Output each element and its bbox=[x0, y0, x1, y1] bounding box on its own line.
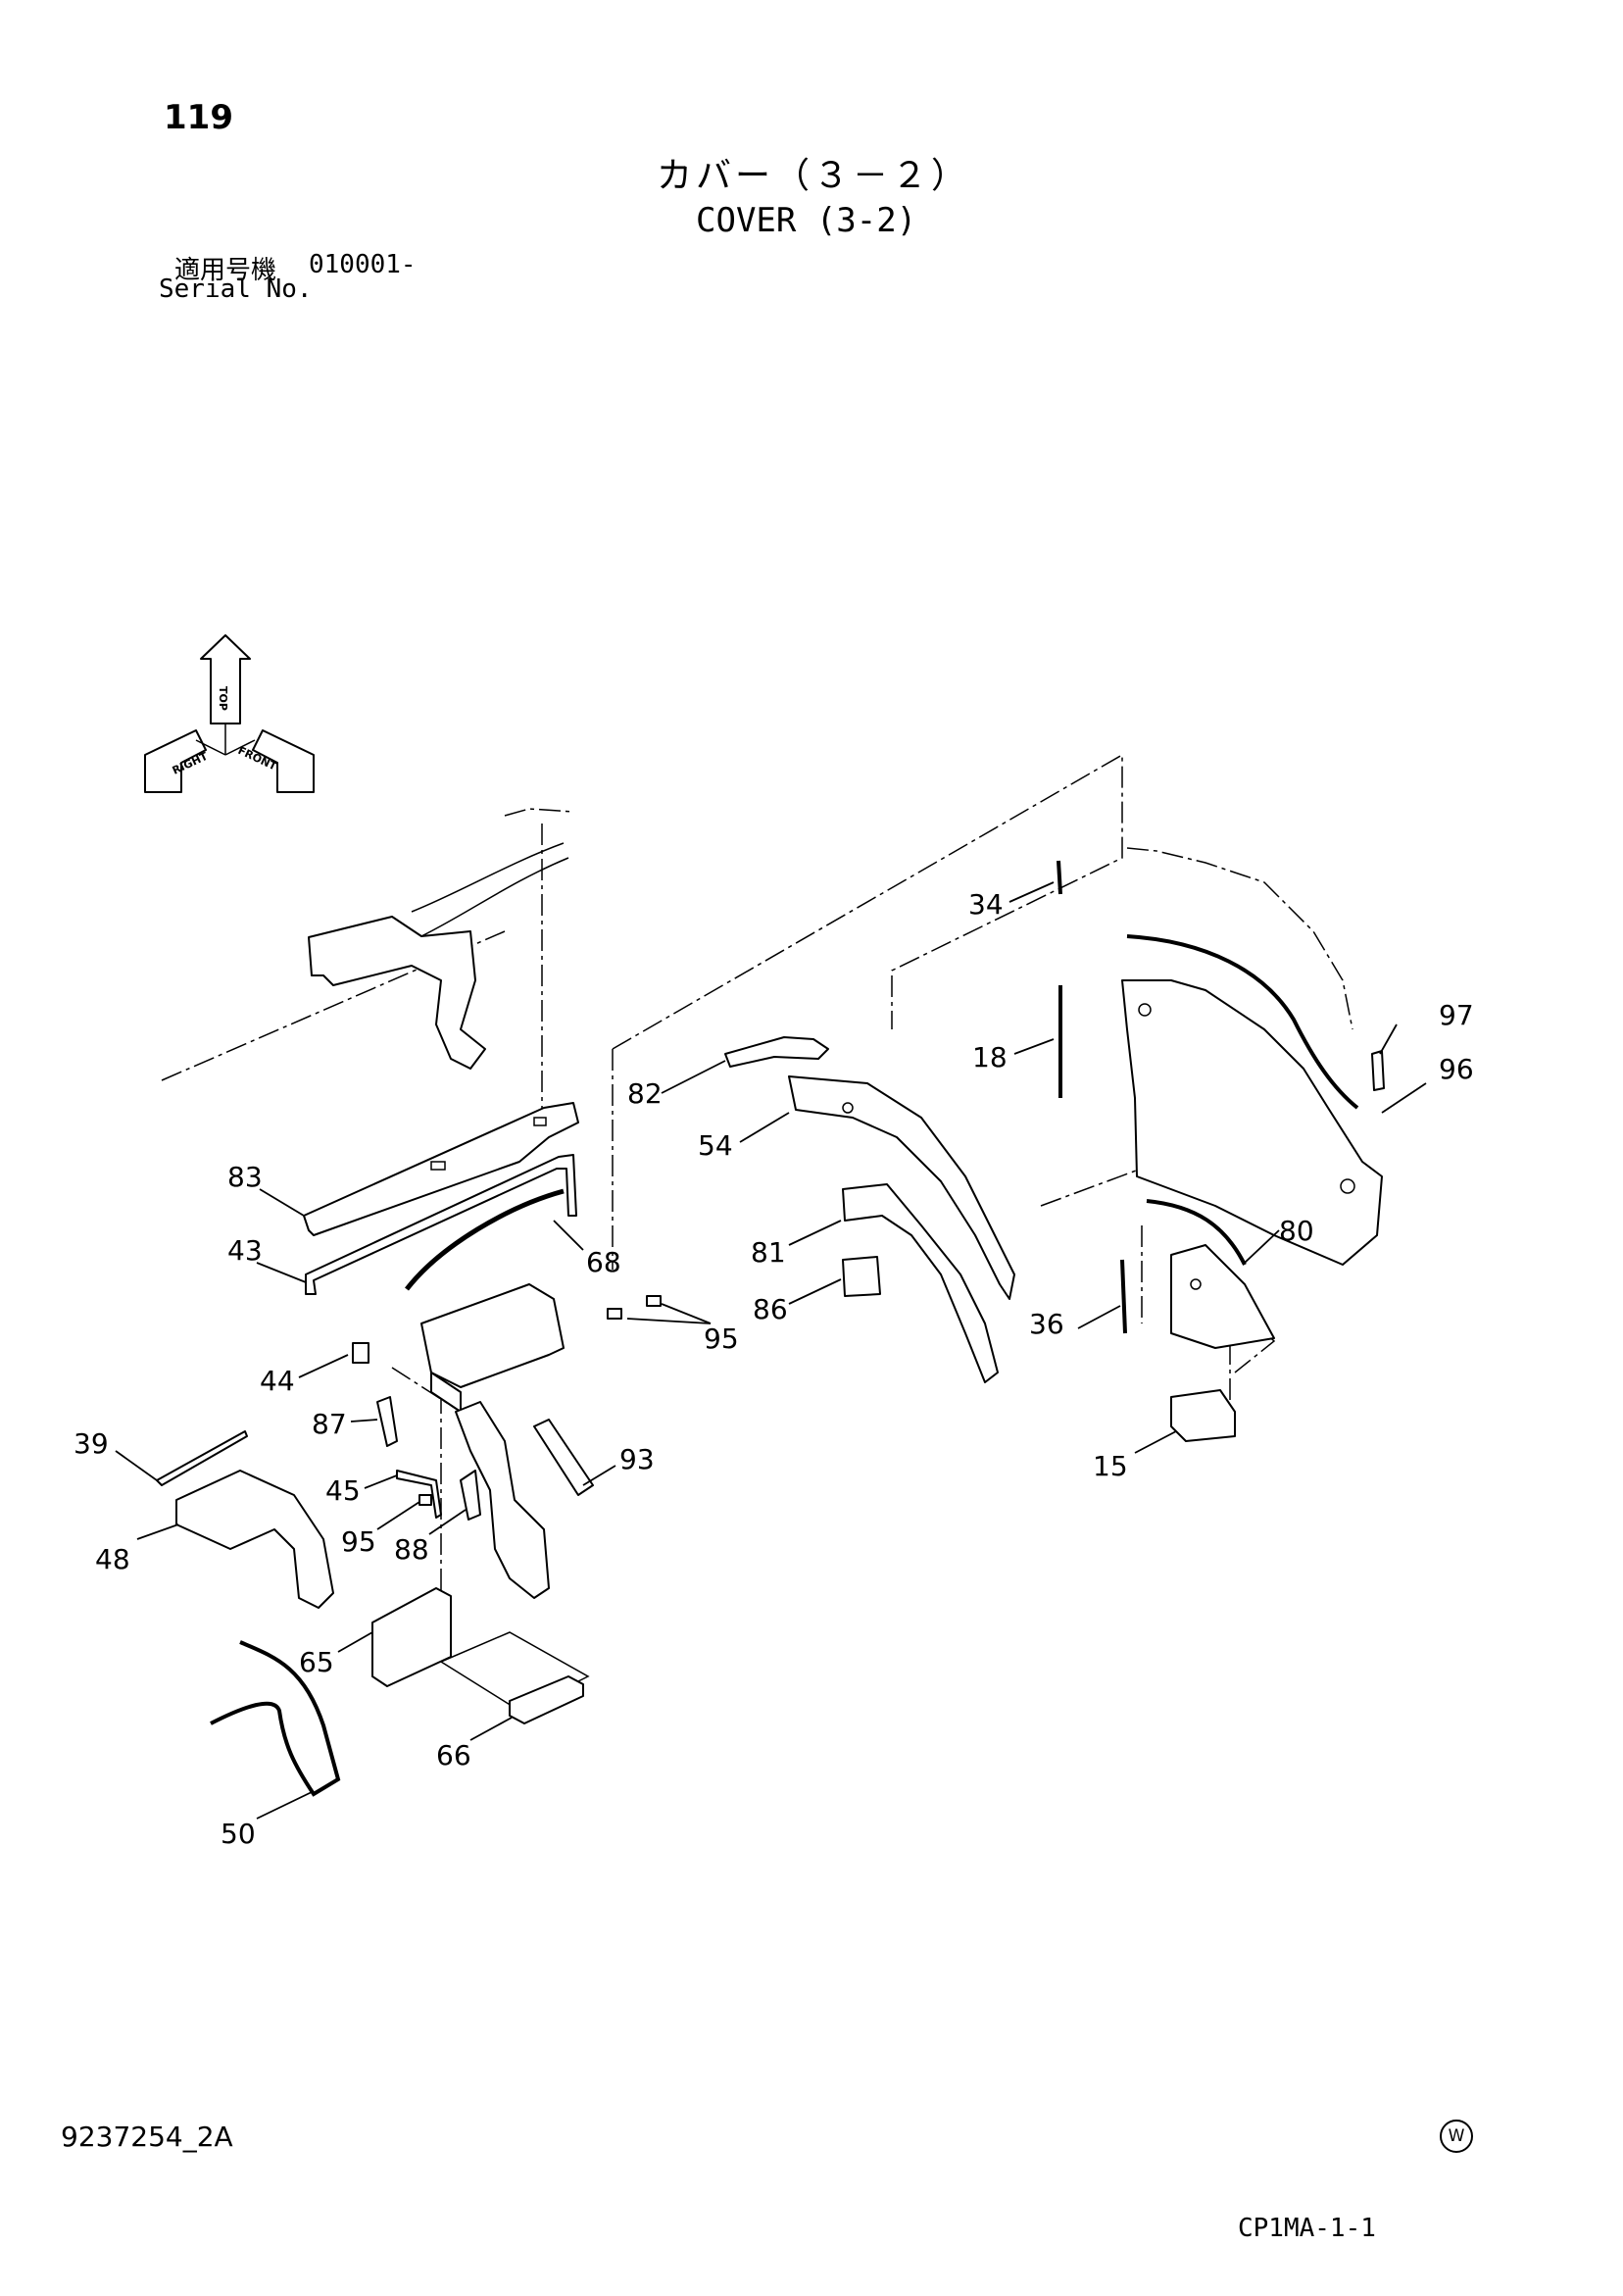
callout-50: 50 bbox=[221, 1818, 256, 1850]
orientation-top: TOP bbox=[217, 686, 229, 711]
callout-39: 39 bbox=[74, 1427, 109, 1460]
part-81-fender bbox=[842, 1183, 999, 1383]
part-95-clip-c bbox=[418, 1494, 432, 1506]
callout-labels: 34 97 96 18 82 54 83 43 68 81 80 86 95 3… bbox=[74, 888, 1474, 1850]
callout-86: 86 bbox=[753, 1293, 788, 1325]
callout-95-upper: 95 bbox=[704, 1323, 739, 1355]
part-15-block bbox=[1170, 1389, 1236, 1442]
part-96-strip bbox=[1126, 934, 1359, 1110]
callout-83: 83 bbox=[227, 1161, 263, 1193]
callout-54: 54 bbox=[698, 1129, 733, 1162]
part-86-pad bbox=[842, 1256, 881, 1297]
part-36-strip bbox=[1120, 1259, 1127, 1334]
orientation-compass: TOP RIGHT FRONT bbox=[144, 634, 315, 793]
part-54-fender bbox=[788, 1075, 1015, 1300]
part-34-pin bbox=[1057, 860, 1062, 895]
part-87-bracket bbox=[376, 1396, 398, 1447]
callout-87: 87 bbox=[312, 1408, 347, 1440]
document-number: 9237254_2A bbox=[61, 2121, 233, 2153]
callout-81: 81 bbox=[751, 1236, 786, 1269]
w-mark-icon: W bbox=[1440, 2120, 1473, 2153]
callout-88: 88 bbox=[394, 1533, 429, 1566]
right-side-cover bbox=[1121, 979, 1383, 1266]
callout-15: 15 bbox=[1093, 1450, 1128, 1482]
part-97-clip bbox=[1371, 1050, 1385, 1091]
callout-34: 34 bbox=[968, 888, 1004, 921]
lower-right-gusset bbox=[1170, 1244, 1275, 1349]
reference-code: CP1MA-1-1 bbox=[1238, 2214, 1376, 2243]
part-50-seal bbox=[210, 1640, 341, 1797]
tray-outline bbox=[439, 1631, 590, 1712]
part-95-clip-a bbox=[607, 1308, 622, 1320]
callout-93: 93 bbox=[619, 1443, 655, 1475]
callout-65: 65 bbox=[299, 1646, 334, 1678]
part-65-plate bbox=[371, 1587, 452, 1687]
callout-96: 96 bbox=[1439, 1053, 1474, 1085]
part-66-block bbox=[509, 1675, 584, 1724]
leader-lines bbox=[115, 881, 1427, 1820]
center-lower-panel bbox=[455, 1401, 550, 1599]
part-95-clip-b bbox=[646, 1295, 662, 1307]
part-39-strip bbox=[156, 1430, 248, 1486]
serial-code: 010001- bbox=[309, 250, 417, 279]
title-japanese: カバー（３－２） bbox=[657, 156, 971, 196]
center-bracket bbox=[352, 1283, 565, 1413]
callout-80: 80 bbox=[1279, 1215, 1314, 1247]
part-80-strip bbox=[1146, 1199, 1247, 1266]
callout-48: 48 bbox=[95, 1543, 130, 1575]
serial-label-japanese: 適用号機 bbox=[174, 256, 277, 285]
callout-44: 44 bbox=[260, 1365, 295, 1397]
page-number: 119 bbox=[164, 98, 233, 137]
callout-68: 68 bbox=[586, 1246, 621, 1278]
title-english: COVER (3-2) bbox=[696, 201, 917, 240]
callout-95-lower: 95 bbox=[341, 1525, 376, 1558]
part-48-cover bbox=[175, 1470, 334, 1609]
part-82-piece bbox=[724, 1036, 829, 1068]
callout-45: 45 bbox=[325, 1474, 361, 1507]
callout-36: 36 bbox=[1029, 1308, 1064, 1340]
upper-frame-member bbox=[308, 842, 569, 1070]
callout-43: 43 bbox=[227, 1234, 263, 1267]
part-88-bracket bbox=[460, 1470, 481, 1521]
serial-label-english: Serial No. bbox=[159, 275, 313, 304]
part-93-strip bbox=[533, 1419, 594, 1496]
part-43-seal bbox=[305, 1154, 577, 1295]
part-45-seal bbox=[396, 1470, 442, 1519]
callout-82: 82 bbox=[627, 1077, 663, 1110]
callout-97: 97 bbox=[1439, 999, 1474, 1031]
callout-66: 66 bbox=[436, 1739, 471, 1772]
callout-18: 18 bbox=[972, 1041, 1008, 1073]
part-68-strip bbox=[405, 1188, 565, 1291]
